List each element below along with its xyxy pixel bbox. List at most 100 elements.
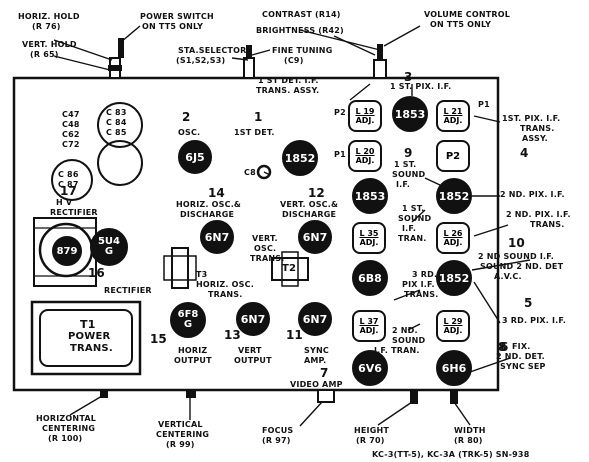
- hv-rectifier-label: H V: [56, 198, 73, 207]
- horiz-hold-label: HORIZ. HOLD: [18, 12, 80, 21]
- vert-hold-label: VERT. HOLD: [22, 40, 77, 49]
- first-sound-if-label-2: SOUND: [392, 170, 426, 179]
- l20-adj: ADJ.: [355, 156, 375, 165]
- c84-label: C 84: [106, 118, 127, 127]
- contrast-label: CONTRAST (R14): [262, 10, 341, 19]
- stage-number-16: 16: [88, 266, 105, 280]
- l26-adj: ADJ.: [443, 238, 463, 247]
- sound-second-det-label: SOUND 2 ND. DET: [480, 262, 564, 271]
- tube-1852-third-pix-if: 1852: [436, 260, 472, 296]
- first-det-if-label: 1 ST DET. I.F.: [258, 76, 319, 85]
- osc-label: OSC.: [178, 128, 201, 137]
- vert-output-label-2: OUTPUT: [234, 356, 272, 365]
- top-knobs: [108, 38, 387, 79]
- first-pix-if-trans-assy-label-2: TRANS.: [520, 124, 555, 133]
- stage-number-8: 8: [498, 340, 507, 354]
- tube-6v6: 6V6: [352, 350, 388, 386]
- vert-osc-trans-label-3: TRANS.: [250, 254, 285, 263]
- t2-label: T2: [282, 263, 297, 274]
- l29-label: L 29: [443, 317, 463, 326]
- l35-label: L 35: [359, 229, 379, 238]
- tube-6f8g: 6F8 G: [170, 302, 206, 338]
- stage-number-17: 17: [60, 184, 77, 198]
- p1-left-label: P1: [334, 150, 346, 159]
- power-switch-note: ON TT5 ONLY: [142, 22, 204, 31]
- tube-6n7-vert-output: 6N7: [236, 302, 270, 336]
- second-pix-if-label: 2 ND. PIX. I.F.: [500, 190, 565, 199]
- vert-osc-discharge-label: VERT. OSC.&: [280, 200, 339, 209]
- second-sound-if-label: 2 ND SOUND I.F.: [478, 252, 554, 261]
- volume-label: VOLUME CONTROL: [424, 10, 511, 19]
- third-pix-if-label: 3 RD. PIX. I.F.: [502, 316, 567, 325]
- height-label: HEIGHT: [354, 426, 390, 435]
- c47-label: C47: [62, 110, 80, 119]
- l20-label: L 20: [355, 147, 375, 156]
- vertical-centering-label-2: CENTERING: [156, 430, 210, 439]
- tube-6n7-sync-amp: 6N7: [298, 302, 332, 336]
- chassis-outline: [12, 76, 500, 392]
- first-sound-if-tran-label-3: I.F.: [402, 224, 417, 233]
- first-pix-if-label: 1 ST. PIX. I.F.: [390, 82, 452, 91]
- p2-left-label: P2: [334, 108, 346, 117]
- tube-6f8g-type: 6F8: [177, 309, 199, 320]
- footer-reference: KC-3(TT-5), KC-3A (TRK-5) SN-938: [372, 450, 530, 459]
- c85-label: C 85: [106, 128, 127, 137]
- stage-number-12: 12: [308, 186, 325, 200]
- stage-number-11: 11: [286, 328, 303, 342]
- t1-trans-label: TRANS.: [70, 343, 113, 354]
- first-det-label: 1ST DET.: [234, 128, 275, 137]
- c62-label: C62: [62, 130, 80, 139]
- c72-label: C72: [62, 140, 80, 149]
- second-sound-if-tran-label-2: SOUND: [392, 336, 426, 345]
- stage-number-6: 6: [500, 340, 509, 354]
- stage-number-13: 13: [224, 328, 241, 342]
- horiz-osc-transformer: [163, 247, 197, 289]
- vert-osc-transformer: [271, 251, 309, 287]
- tube-6n7-vert-osc: 6N7: [298, 220, 332, 254]
- width-ref: (R 80): [454, 436, 483, 445]
- first-sound-if-tran-label: 1 ST.: [402, 204, 425, 213]
- vert-osc-trans-label-2: OSC.: [254, 244, 277, 253]
- tube-879: 879: [52, 236, 82, 266]
- horiz-osc-discharge-label: HORIZ. OSC.&: [176, 200, 242, 209]
- horizontal-centering-label-2: CENTERING: [42, 424, 96, 433]
- height-ref: (R 70): [356, 436, 385, 445]
- focus-label: FOCUS: [262, 426, 294, 435]
- l19-adj: ADJ.: [355, 116, 375, 125]
- stage-number-2: 2: [182, 110, 191, 124]
- tube-5u4g-suffix: G: [104, 246, 114, 257]
- l26-label: L 26: [443, 229, 463, 238]
- l19-label: L 19: [355, 107, 375, 116]
- c86-label: C 86: [58, 170, 79, 179]
- tube-5u4g-type: 5U4: [97, 236, 121, 247]
- vert-hold-ref: (R 65): [30, 50, 59, 59]
- c8-label: C8: [244, 168, 256, 177]
- capacitor-cans: [51, 102, 272, 201]
- t1-label: T1: [80, 318, 96, 331]
- avc-label: A.V.C.: [494, 272, 522, 281]
- third-pix-if-trans-label-3: TRANS.: [404, 290, 439, 299]
- first-pix-if-trans-assy-label-3: ASSY.: [522, 134, 548, 143]
- horiz-osc-discharge-label-2: DISCHARGE: [180, 210, 235, 219]
- tube-1852-first-det: 1852: [282, 140, 318, 176]
- stage-number-14: 14: [208, 186, 225, 200]
- l29-adj: ADJ.: [443, 326, 463, 335]
- sta-selector-ref: (S1,S2,S3): [176, 56, 226, 65]
- transformer-l26: L 26 ADJ.: [436, 222, 470, 254]
- vert-osc-trans-label: VERT.: [252, 234, 278, 243]
- tube-1853-first-sound-if: 1853: [352, 178, 388, 214]
- fine-tuning-label: FINE TUNING: [272, 46, 333, 55]
- second-pix-if-trans-label-2: TRANS.: [530, 220, 565, 229]
- fix-label: FIX.: [512, 342, 531, 351]
- t3-label: T3: [196, 270, 208, 279]
- sta-selector-label: STA.SELECTOR: [178, 46, 247, 55]
- second-pix-if-trans-label: 2 ND. PIX. I.F.: [506, 210, 571, 219]
- l37-label: L 37: [359, 317, 379, 326]
- tube-5u4g: 5U4 G: [90, 228, 128, 266]
- tube-6f8g-suffix: G: [183, 319, 193, 330]
- stage-number-3: 3: [404, 70, 413, 84]
- transformer-l20: L 20 ADJ.: [348, 140, 382, 172]
- first-sound-if-tran-label-2: SOUND: [398, 214, 432, 223]
- tube-6n7-horiz-osc: 6N7: [200, 220, 234, 254]
